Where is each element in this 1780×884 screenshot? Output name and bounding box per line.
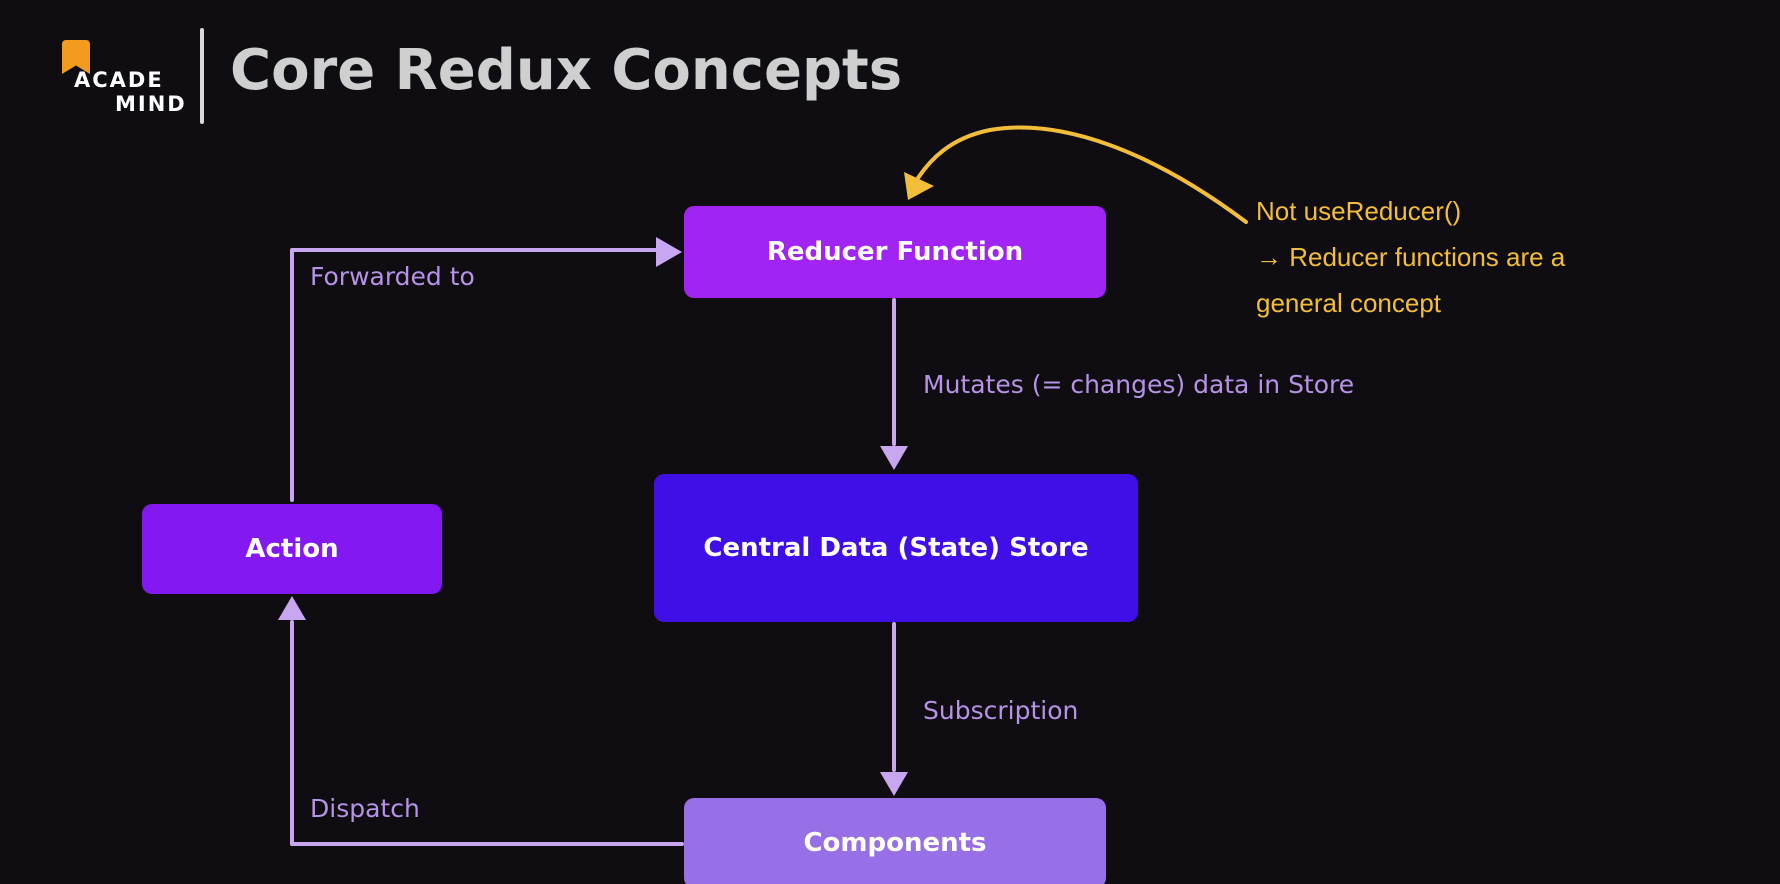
annotation-line3: general concept — [1256, 288, 1442, 318]
handwritten-annotation: Not useReducer() → Reducer functions are… — [1256, 188, 1565, 326]
central-store-node: Central Data (State) Store — [654, 474, 1138, 622]
annotation-line1: Not useReducer() — [1256, 196, 1462, 226]
edge-forwarded-to-line — [290, 248, 662, 502]
annotation-arrowhead-icon — [904, 172, 934, 200]
logo-text-line2: MIND — [115, 92, 187, 116]
annotation-curved-arrow — [916, 125, 1248, 224]
arrowhead-to-reducer-icon — [656, 237, 682, 267]
edge-label-dispatch: Dispatch — [310, 794, 420, 823]
arrowhead-to-store-icon — [880, 446, 908, 470]
reducer-function-node: Reducer Function — [684, 206, 1106, 298]
edge-label-forwarded-to: Forwarded to — [310, 262, 475, 291]
edge-label-subscription: Subscription — [923, 696, 1079, 725]
edge-dispatch-line — [290, 620, 684, 846]
annotation-line2: → Reducer functions are a — [1256, 242, 1566, 272]
arrowhead-to-action-icon — [278, 596, 306, 620]
edge-label-mutates: Mutates (= changes) data in Store — [923, 370, 1355, 399]
components-node: Components — [684, 798, 1106, 884]
action-node: Action — [142, 504, 442, 594]
page-title: Core Redux Concepts — [230, 38, 903, 103]
header-divider — [200, 28, 204, 124]
academind-logo: ACADE MIND — [60, 40, 190, 120]
logo-text-line1: ACADE — [74, 68, 164, 92]
arrowhead-to-components-icon — [880, 772, 908, 796]
